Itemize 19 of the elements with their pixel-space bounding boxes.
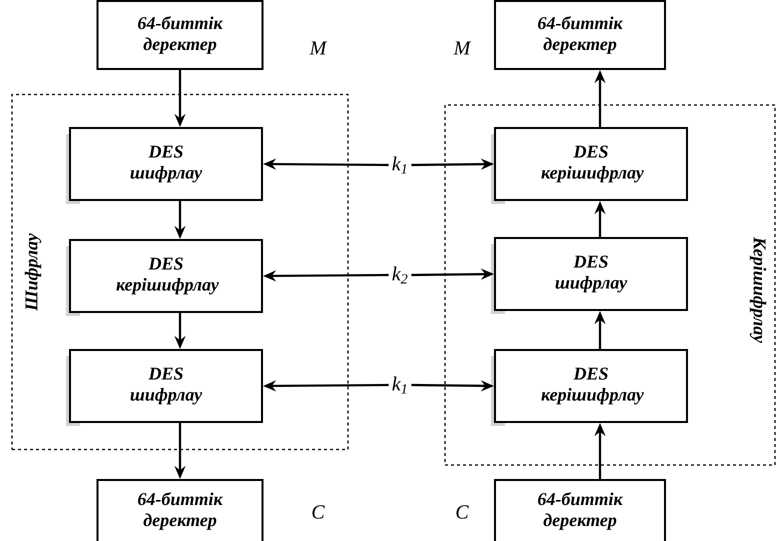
side-label: C	[456, 505, 469, 519]
side-label: M	[453, 41, 472, 55]
frame-heading: Керішифрлау	[750, 236, 766, 344]
process-box: DES шифрлау	[491, 237, 688, 314]
data-box: 64-биттік деректер	[96, 479, 264, 541]
data-box: 64-биттік деректер	[494, 479, 666, 541]
side-label: M	[309, 41, 328, 55]
key-label: k$_{2}$	[392, 266, 408, 284]
data-box: 64-биттік деректер	[494, 0, 666, 70]
process-box: DES шифрлау	[66, 127, 263, 204]
process-box: DES керішифрлау	[491, 127, 688, 204]
data-box: 64-биттік деректер	[96, 0, 264, 70]
process-box: DES шифрлау	[66, 349, 263, 426]
process-box: DES керішифрлау	[491, 349, 688, 426]
key-label: k$_{1}$	[392, 156, 406, 174]
key-label: k$_{1}$	[392, 376, 406, 394]
side-label: C	[312, 505, 325, 519]
frame-heading: Шифрлау	[24, 233, 42, 311]
process-box: DES керішифрлау	[66, 239, 263, 316]
